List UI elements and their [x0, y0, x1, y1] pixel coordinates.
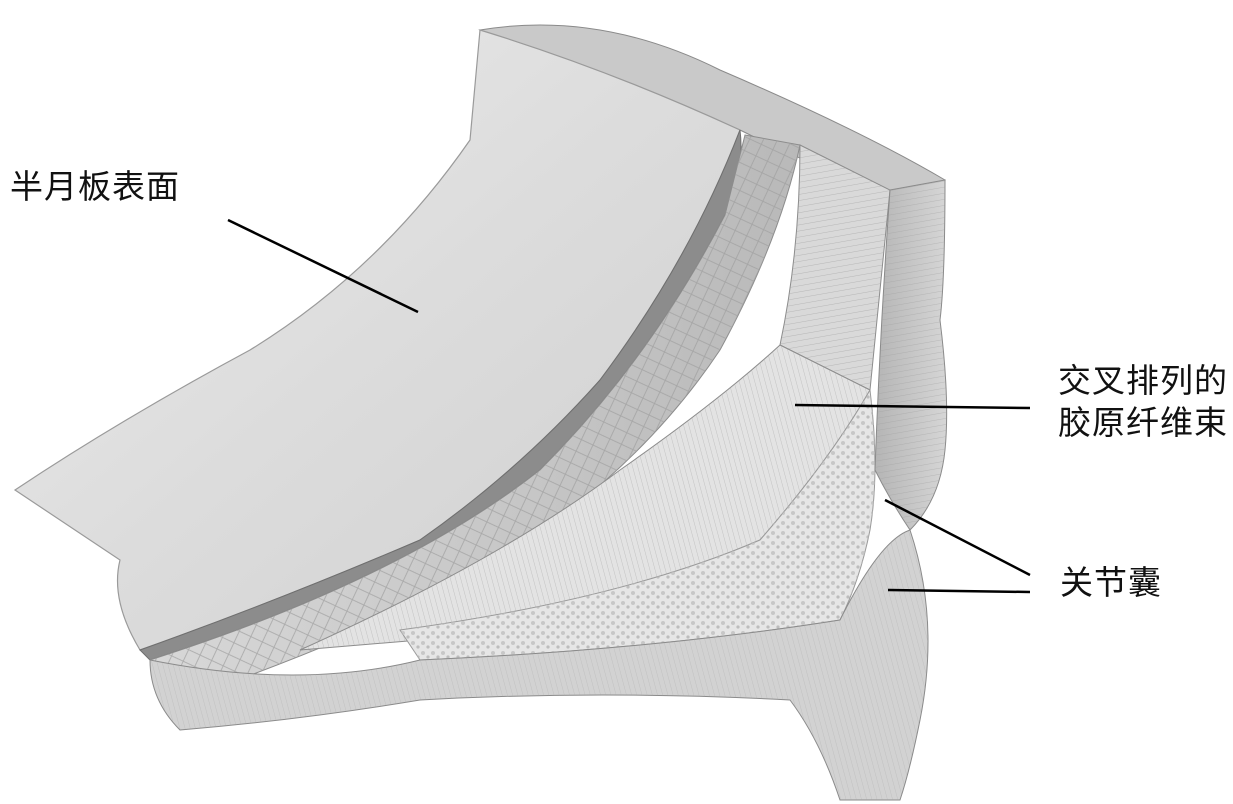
label-collagen-line-1: 交叉排列的	[1058, 360, 1228, 402]
label-collagen-line-2: 胶原纤维束	[1058, 402, 1228, 444]
label-joint-capsule: 关节囊	[1060, 562, 1162, 604]
label-crossed-collagen-bundles: 交叉排列的 胶原纤维束	[1058, 360, 1228, 444]
label-meniscus-surface: 半月板表面	[10, 166, 180, 208]
